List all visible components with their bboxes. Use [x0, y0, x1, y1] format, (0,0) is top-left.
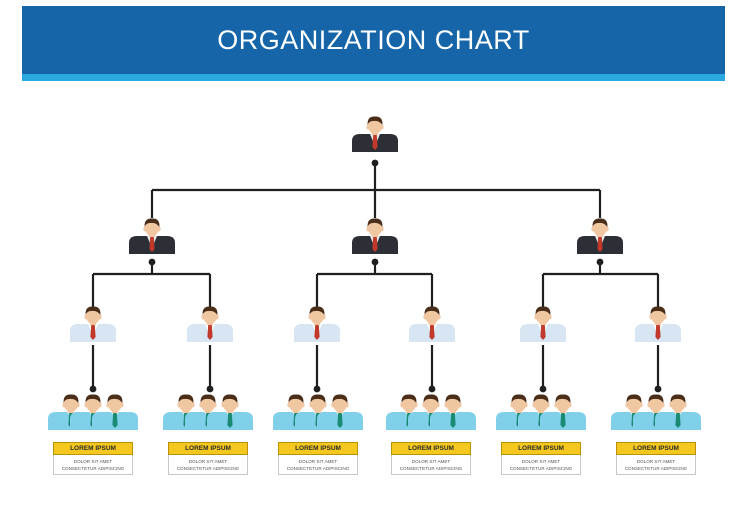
team-label-line2: CONSECTETUR ADIPISCING [624, 466, 688, 471]
team-label-title: LOREM IPSUM [278, 442, 358, 455]
director-icon-3 [577, 218, 623, 254]
staff-member-icon [92, 394, 138, 430]
team-label-line1: DOLOR SIT AMET [188, 459, 228, 464]
team-label-line1: DOLOR SIT AMET [521, 459, 561, 464]
team-label-line2: CONSECTETUR ADIPISCING [176, 466, 240, 471]
team-label-line1: DOLOR SIT AMET [636, 459, 676, 464]
director-icon-1 [129, 218, 175, 254]
team-label-title: LOREM IPSUM [53, 442, 133, 455]
executive-icon [352, 116, 398, 152]
team-label-body: DOLOR SIT AMET CONSECTETUR ADIPISCING [278, 455, 358, 475]
title-banner-stripe [22, 74, 725, 81]
connector-dot-team-6 [654, 385, 662, 393]
team-label-line1: DOLOR SIT AMET [411, 459, 451, 464]
team-label-card: LOREM IPSUM DOLOR SIT AMET CONSECTETUR ADI… [616, 442, 696, 476]
manager-icon-6 [635, 306, 681, 342]
connector-dot-team-3 [313, 385, 321, 393]
page-title: ORGANIZATION CHART [217, 25, 530, 55]
connector-dot-director-3 [596, 258, 604, 266]
team-label-card: LOREM IPSUM DOLOR SIT AMET CONSECTETUR ADI… [168, 442, 248, 476]
connector-dot-director-2 [371, 258, 379, 266]
team-label-title: LOREM IPSUM [501, 442, 581, 455]
team-label-card: LOREM IPSUM DOLOR SIT AMET CONSECTETUR ADI… [278, 442, 358, 476]
manager-icon-5 [520, 306, 566, 342]
connector-dot-team-1 [89, 385, 97, 393]
team-label-body: DOLOR SIT AMET CONSECTETUR ADIPISCING [391, 455, 471, 475]
staff-member-icon [207, 394, 253, 430]
team-label-line2: CONSECTETUR ADIPISCING [509, 466, 573, 471]
manager-icon-2 [187, 306, 233, 342]
team-label-title: LOREM IPSUM [391, 442, 471, 455]
team-label-line2: CONSECTETUR ADIPISCING [61, 466, 125, 471]
manager-icon-3 [294, 306, 340, 342]
manager-icon-4 [409, 306, 455, 342]
team-label-title: LOREM IPSUM [168, 442, 248, 455]
team-label-line2: CONSECTETUR ADIPISCING [399, 466, 463, 471]
team-label-line2: CONSECTETUR ADIPISCING [286, 466, 350, 471]
team-label-title: LOREM IPSUM [616, 442, 696, 455]
staff-member-icon [430, 394, 476, 430]
team-label-body: DOLOR SIT AMET CONSECTETUR ADIPISCING [53, 455, 133, 475]
team-label-line1: DOLOR SIT AMET [73, 459, 113, 464]
team-label-card: LOREM IPSUM DOLOR SIT AMET CONSECTETUR ADI… [501, 442, 581, 476]
team-label-line1: DOLOR SIT AMET [298, 459, 338, 464]
connector-dot-team-4 [428, 385, 436, 393]
connector-dot-team-2 [206, 385, 214, 393]
connector-dot-team-5 [539, 385, 547, 393]
staff-member-icon [655, 394, 701, 430]
manager-icon-1 [70, 306, 116, 342]
connector-dot-director-1 [148, 258, 156, 266]
team-label-card: LOREM IPSUM DOLOR SIT AMET CONSECTETUR ADI… [391, 442, 471, 476]
team-label-body: DOLOR SIT AMET CONSECTETUR ADIPISCING [501, 455, 581, 475]
connector-dot-ceo [371, 159, 379, 167]
director-icon-2 [352, 218, 398, 254]
title-banner [22, 6, 725, 74]
staff-member-icon [540, 394, 586, 430]
team-label-body: DOLOR SIT AMET CONSECTETUR ADIPISCING [616, 455, 696, 475]
team-label-card: LOREM IPSUM DOLOR SIT AMET CONSECTETUR ADI… [53, 442, 133, 476]
staff-member-icon [317, 394, 363, 430]
team-label-body: DOLOR SIT AMET CONSECTETUR ADIPISCING [168, 455, 248, 475]
